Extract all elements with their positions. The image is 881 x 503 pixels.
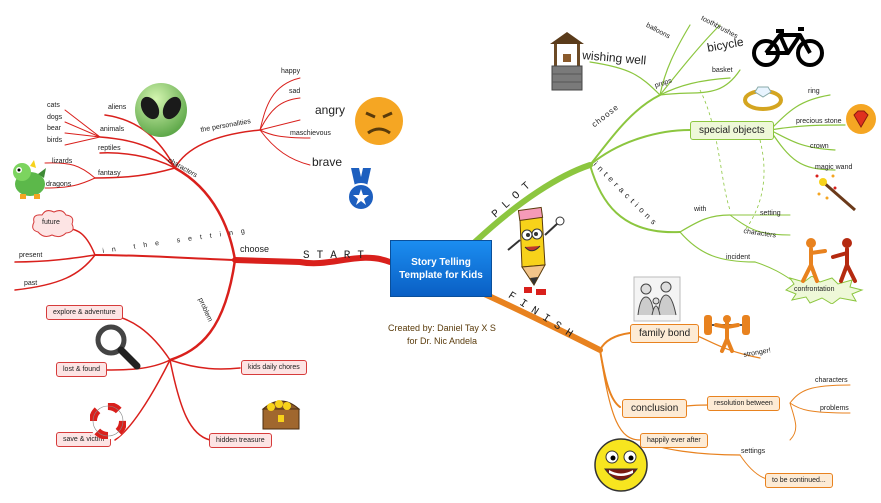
animal-item[interactable]: cats — [47, 102, 60, 109]
animals-label[interactable]: animals — [100, 126, 125, 133]
personality-brave[interactable]: brave — [312, 155, 343, 169]
central-topic-line1: Story Telling — [411, 256, 471, 268]
setting-label[interactable]: setting — [760, 210, 781, 217]
pencil-mascot-icon — [507, 206, 565, 295]
bicycle-icon — [752, 27, 824, 67]
start-trunk — [232, 254, 393, 267]
central-topic[interactable]: Story Telling Template for Kids — [390, 240, 492, 297]
future-label: future — [42, 219, 60, 226]
incident-label[interactable]: incident — [726, 254, 751, 261]
problem-explore[interactable]: explore & adventure — [46, 305, 123, 320]
special-objects-node[interactable]: special objects — [690, 121, 774, 140]
ring-label[interactable]: ring — [808, 88, 820, 95]
family-icon — [633, 276, 681, 322]
settings-label[interactable]: settings — [741, 448, 766, 455]
resolution-between-node[interactable]: resolution between — [707, 396, 780, 411]
animal-item[interactable]: dogs — [47, 114, 63, 121]
credit-line1: Created by: Daniel Tay X S — [388, 323, 496, 333]
crown-label[interactable]: crown — [810, 143, 829, 150]
future-cloud[interactable] — [30, 208, 76, 240]
fighting-figures-icon — [801, 238, 857, 283]
dragons-label[interactable]: dragons — [46, 181, 72, 188]
ring-icon — [743, 86, 783, 111]
reptiles-label[interactable]: reptiles — [98, 145, 121, 152]
present-label[interactable]: present — [19, 252, 43, 259]
animal-item[interactable]: bear — [47, 125, 62, 132]
plot-trunk — [472, 162, 593, 245]
personality-happy[interactable]: happy — [281, 68, 301, 75]
branch-start-label[interactable]: START — [303, 250, 372, 262]
magnifier-icon — [95, 324, 141, 370]
medal-icon — [347, 168, 375, 211]
confrontation-label: confrontation — [794, 286, 835, 293]
dragon-icon — [13, 160, 46, 199]
precious-stone-label[interactable]: precious stone — [796, 118, 842, 125]
treasure-chest-icon — [261, 400, 301, 430]
past-label[interactable]: past — [24, 280, 38, 287]
start-choose-label[interactable]: choose — [240, 244, 270, 254]
finish-characters-label[interactable]: characters — [815, 377, 848, 384]
fantasy-label[interactable]: fantasy — [98, 170, 121, 177]
basket-label[interactable]: basket — [712, 67, 733, 74]
alien-icon — [135, 83, 187, 137]
personality-maschievous[interactable]: maschievous — [290, 130, 331, 137]
finish-trunk — [477, 289, 603, 353]
lifebuoy-icon — [90, 403, 126, 439]
finish-problems-label[interactable]: problems — [820, 405, 849, 412]
confrontation-burst[interactable] — [782, 276, 864, 304]
problem-lost[interactable]: lost & found — [56, 362, 107, 377]
wishing-well-icon — [550, 32, 584, 91]
magic-wand-icon — [815, 174, 856, 212]
with-label[interactable]: with — [694, 206, 707, 213]
happily-ever-after-node[interactable]: happily ever after — [640, 433, 708, 448]
angry-face-icon — [355, 97, 403, 145]
personality-angry[interactable]: angry — [315, 103, 346, 117]
central-topic-line2: Template for Kids — [399, 269, 483, 281]
family-bond-node[interactable]: family bond — [630, 324, 700, 343]
animal-item[interactable]: birds — [47, 137, 63, 144]
to-be-continued-node[interactable]: to be continued... — [765, 473, 833, 488]
credits: Created by: Daniel Tay X S for Dr. Nic A… — [362, 322, 522, 348]
personality-sad[interactable]: sad — [289, 88, 301, 95]
smiley-icon — [594, 438, 648, 492]
lizards-label[interactable]: lizards — [52, 158, 73, 165]
credit-line2: for Dr. Nic Andela — [406, 336, 478, 346]
problem-treasure[interactable]: hidden treasure — [209, 433, 272, 448]
conclusion-node[interactable]: conclusion — [622, 399, 688, 418]
magic-wand-label[interactable]: magic wand — [815, 164, 853, 171]
problem-chores[interactable]: kids daily chores — [241, 360, 307, 375]
gem-icon — [846, 104, 876, 134]
aliens-label[interactable]: aliens — [108, 104, 127, 111]
weightlifter-icon — [704, 315, 750, 353]
